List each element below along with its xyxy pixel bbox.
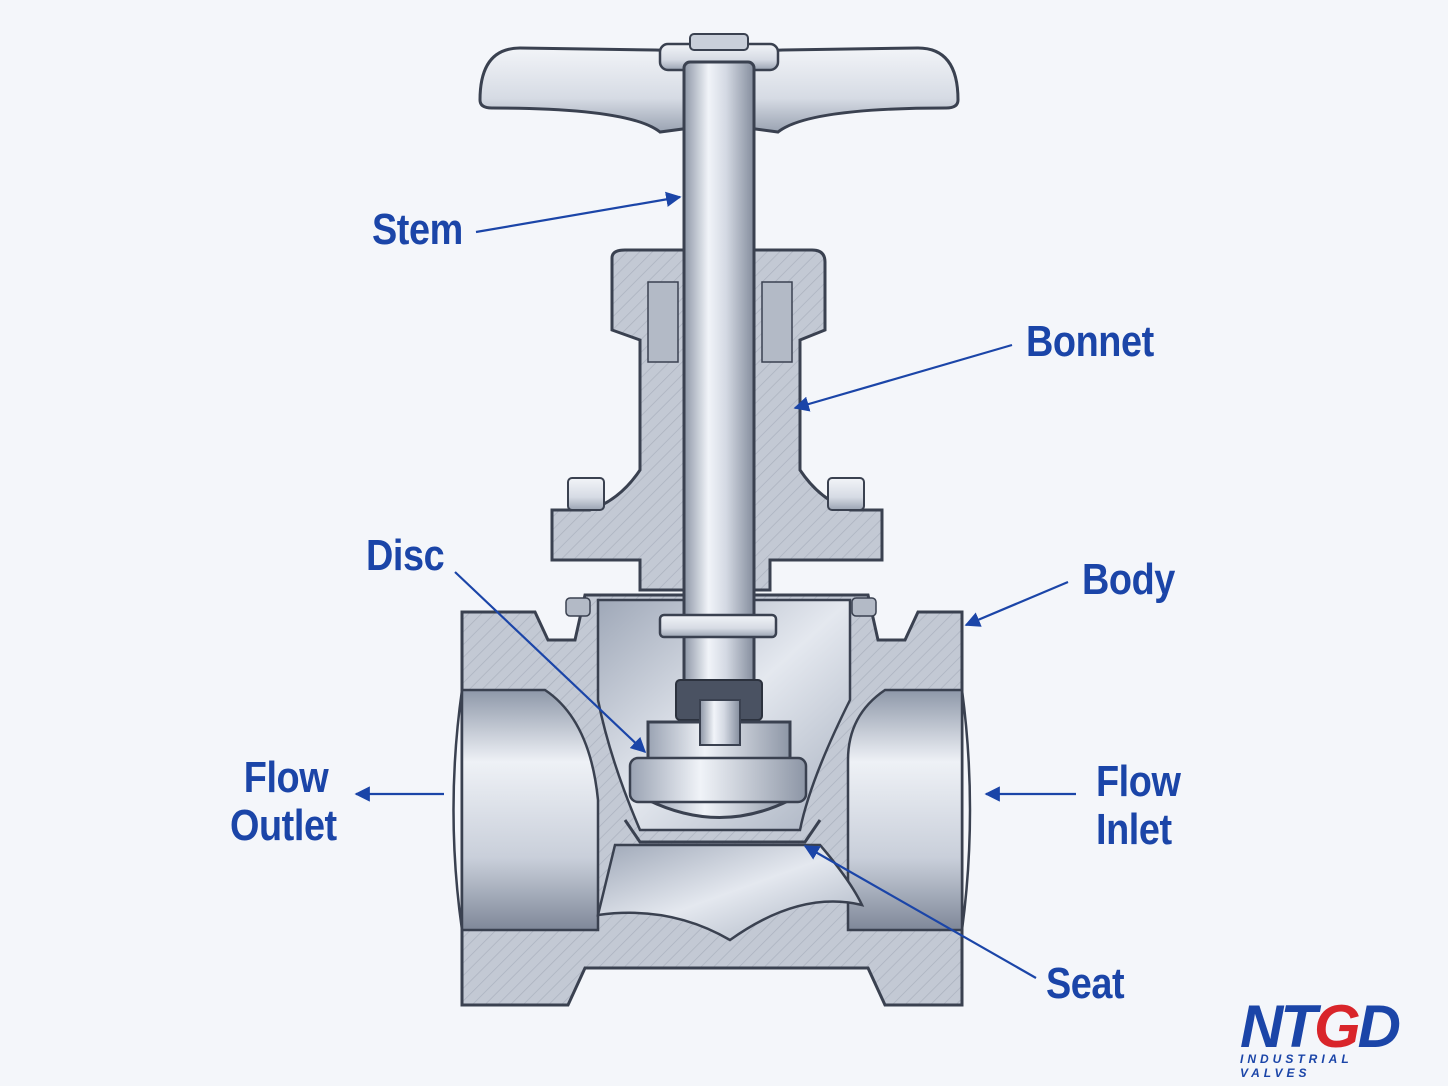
stem-leader-arrow [475,191,682,234]
label-stem: Stem [372,205,463,254]
label-body: Body [1082,555,1175,604]
valve-stem [658,60,778,704]
label-flow-inlet: Flow Inlet [1096,757,1181,854]
label-seat: Seat [1046,959,1125,1008]
handwheel [478,33,960,134]
label-bonnet: Bonnet [1026,317,1154,366]
logo-subtitle: INDUSTRIAL VALVES [1240,1052,1353,1080]
valve-seat [623,819,822,844]
leader-arrows [354,191,1076,979]
logo-mark: NTGD [1240,993,1401,1060]
seat-leader-arrow [803,845,1037,979]
disc-leader-arrow [454,571,647,754]
label-disc: Disc [366,531,445,580]
company-logo: NTGD INDUSTRIAL VALVES [1240,993,1430,1081]
label-flow-outlet: Flow Outlet [230,753,337,850]
bonnet-leader-arrow [793,343,1013,412]
body-leader-arrow [964,580,1069,627]
valve-disc [628,679,808,819]
